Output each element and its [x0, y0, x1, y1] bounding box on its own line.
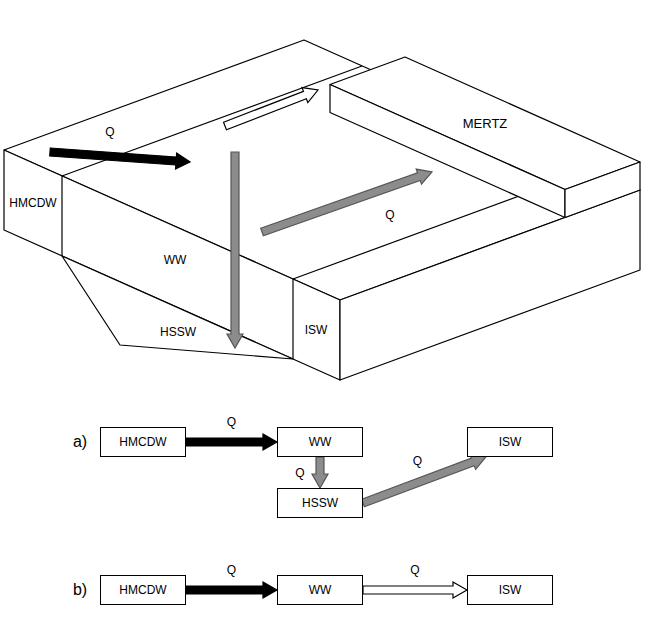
water-mass-box: HSSW [277, 488, 363, 518]
water-mass-box: ISW [467, 575, 553, 605]
box-text: HMCDW [119, 583, 166, 597]
heat-flux-arrow [222, 83, 321, 134]
box-text: WW [309, 435, 332, 449]
water-mass-box: WW [277, 575, 363, 605]
flux-label: Q [408, 564, 421, 576]
water-mass-box: HMCDW [100, 575, 186, 605]
heat-flux-arrow [227, 152, 243, 348]
glacier-end-face [565, 162, 640, 218]
bottom-wedge [62, 256, 293, 359]
section-line [292, 279, 293, 359]
flux-label: Q [225, 564, 238, 576]
water-mass-box: HMCDW [100, 427, 186, 457]
box-text: ISW [499, 435, 522, 449]
panel-letter: a) [73, 434, 87, 450]
water-mass-label: ISW [305, 324, 328, 336]
water-mass-box: WW [277, 427, 363, 457]
box-text: ISW [499, 583, 522, 597]
shelf-end-face [340, 190, 640, 380]
flux-label: Q [293, 467, 306, 479]
box-text: HMCDW [119, 435, 166, 449]
section-line [61, 176, 62, 256]
water-mass-label: WW [164, 254, 187, 266]
flux-arrow [312, 457, 328, 488]
flux-label: Q [385, 209, 394, 221]
flux-label: Q [225, 416, 238, 428]
box-text: WW [309, 583, 332, 597]
panel-letter: b) [73, 582, 87, 598]
flux-arrow [363, 582, 467, 598]
heat-flux-arrow [49, 144, 190, 170]
flux-label: Q [411, 455, 424, 467]
water-mass-label: HSSW [160, 326, 196, 338]
shelf-front-face [4, 150, 340, 380]
flux-arrow [362, 454, 486, 506]
flux-arrow [186, 582, 277, 598]
water-mass-label: HMCDW [9, 197, 56, 209]
flux-arrow [186, 434, 277, 450]
water-mass-box: ISW [467, 427, 553, 457]
glacier-label: MERTZ [463, 117, 508, 130]
heat-flux-arrow [259, 164, 434, 239]
box-text: HSSW [302, 496, 338, 510]
flux-label: Q [105, 126, 114, 138]
